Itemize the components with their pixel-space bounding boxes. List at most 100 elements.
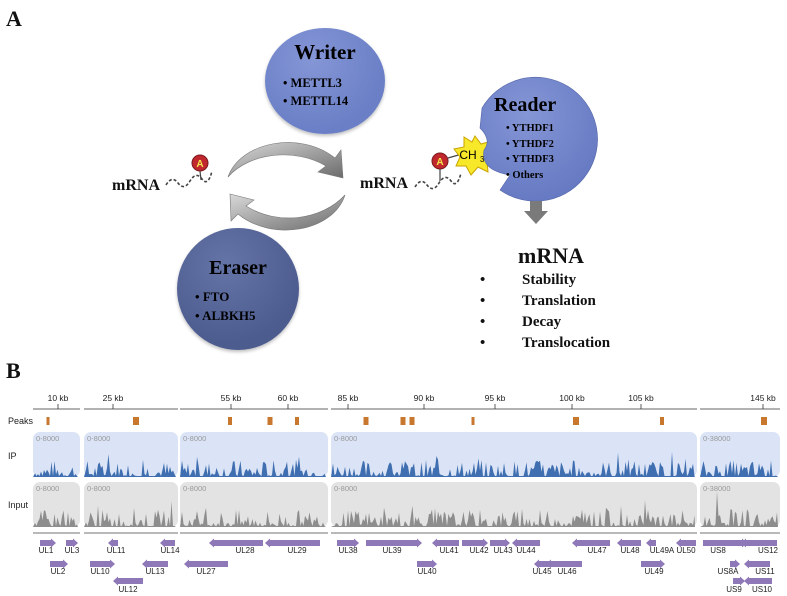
gene-arrow <box>184 559 228 569</box>
gene-arrow <box>617 538 641 548</box>
writer-title: Writer <box>294 40 356 64</box>
outcome-item: Translation <box>522 293 596 309</box>
ip-signal <box>84 454 176 477</box>
methyl-subscript: 3 <box>480 155 485 164</box>
gene-arrow <box>462 538 488 548</box>
gene-arrow <box>646 538 656 548</box>
gene-label: UL27 <box>196 567 216 576</box>
ip-track-bg <box>331 432 697 477</box>
input-scale-label: 0-8000 <box>183 484 206 493</box>
ip-signal <box>700 460 778 477</box>
gene-arrow <box>113 576 143 586</box>
gene-arrow <box>417 559 437 569</box>
reader-item: YTHDF2 <box>506 137 554 153</box>
gene-label: UL50 <box>676 546 696 555</box>
ip-signal <box>331 451 695 477</box>
peak-mark <box>363 417 369 425</box>
ruler-tick-label: 60 kb <box>278 393 299 403</box>
gene-label: UL49 <box>644 567 664 576</box>
outcome-title: mRNA <box>518 243 584 268</box>
gene-arrow <box>160 538 175 548</box>
input-scale-label: 0-8000 <box>334 484 357 493</box>
ip-scale-label: 0-38000 <box>703 434 731 443</box>
gene-label: US10 <box>752 585 773 594</box>
mrna-label-right: mRNA <box>360 175 408 192</box>
ruler-tick-label: 95 kb <box>485 393 506 403</box>
ip-signal <box>180 456 326 477</box>
gene-arrow <box>490 538 510 548</box>
mrna-label-left: mRNA <box>112 177 160 194</box>
gene-label: UL1 <box>39 546 54 555</box>
gene-label: UL13 <box>145 567 165 576</box>
eraser-title: Eraser <box>209 257 267 279</box>
gene-label: UL43 <box>493 546 513 555</box>
peak-mark <box>573 417 579 425</box>
mrna-strand-right <box>414 172 462 190</box>
gene-arrow <box>733 576 745 586</box>
ruler-tick-label: 25 kb <box>103 393 124 403</box>
ruler-tick-label: 90 kb <box>414 393 435 403</box>
gene-arrow <box>50 559 68 569</box>
ip-scale-label: 0-8000 <box>183 434 206 443</box>
gene-label: UL3 <box>65 546 80 555</box>
outcome-item: Stability <box>522 272 577 288</box>
down-arrow-stem <box>530 201 542 211</box>
reader-item: YTHDF3 <box>506 152 554 168</box>
peak-mark <box>267 417 273 425</box>
ruler-tick-label: 100 kb <box>559 393 585 403</box>
ip-signal <box>33 461 78 477</box>
gene-arrow <box>546 559 582 569</box>
panel-b-label: B <box>6 358 21 383</box>
gene-label: UL2 <box>51 567 66 576</box>
gene-arrow <box>512 538 540 548</box>
gene-label: UL44 <box>516 546 536 555</box>
gene-label: UL29 <box>287 546 307 555</box>
ip-scale-label: 0-8000 <box>334 434 357 443</box>
gene-label: US11 <box>755 567 775 576</box>
gene-arrow <box>90 559 115 569</box>
gene-label: UL38 <box>338 546 358 555</box>
gene-arrow <box>142 559 168 569</box>
input-signal <box>84 501 176 527</box>
input-track-bg <box>180 482 328 527</box>
gene-label: UL41 <box>439 546 459 555</box>
gene-label: UL11 <box>107 546 126 555</box>
writer-item: METTL3 <box>283 74 348 92</box>
cycle-arrow-top <box>227 142 344 179</box>
ruler-tick-label: 85 kb <box>338 393 359 403</box>
gene-arrow <box>337 538 359 548</box>
gene-arrow <box>703 538 747 548</box>
gene-label: UL12 <box>118 585 138 594</box>
gene-arrow <box>730 559 740 569</box>
input-signal <box>33 510 78 527</box>
writer-item: METTL14 <box>283 92 349 110</box>
gene-label: UL10 <box>90 567 110 576</box>
gene-arrow <box>572 538 610 548</box>
ip-track-bg <box>180 432 328 477</box>
input-scale-label: 0-38000 <box>703 484 731 493</box>
gene-arrow <box>209 538 263 548</box>
peak-mark <box>133 417 139 425</box>
gene-label: UL14 <box>160 546 180 555</box>
peak-mark <box>660 417 664 425</box>
gene-arrow <box>366 538 422 548</box>
gene-arrow <box>641 559 665 569</box>
outcome-item: Decay <box>522 314 562 330</box>
gene-arrow <box>66 538 78 548</box>
reader-list: YTHDF1 YTHDF2 YTHDF3 Others <box>506 121 554 183</box>
peak-mark <box>471 417 475 425</box>
gene-arrow <box>534 559 552 569</box>
gene-label: UL47 <box>587 546 607 555</box>
down-arrow-head <box>524 211 548 224</box>
ruler-tick-label: 145 kb <box>750 393 776 403</box>
gene-label: UL46 <box>557 567 577 576</box>
peak-mark <box>409 417 415 425</box>
input-signal <box>180 507 326 527</box>
gene-arrow <box>265 538 320 548</box>
gene-arrow <box>744 576 772 586</box>
ruler-tick-label: 105 kb <box>628 393 654 403</box>
peak-mark <box>400 417 406 425</box>
ip-row-label: IP <box>8 451 17 461</box>
methyl-label: CH <box>459 148 476 162</box>
